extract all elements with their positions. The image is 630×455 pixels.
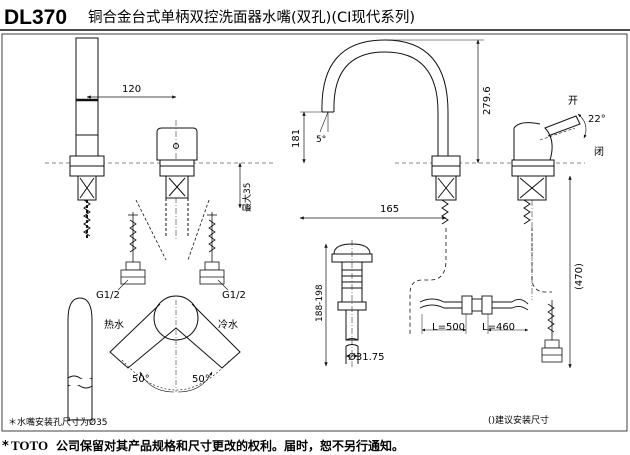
angle-22-label: 22° — [588, 114, 606, 125]
model-number: DL370 — [4, 6, 67, 29]
lever-arc — [577, 113, 587, 139]
angle-50-left-arc — [139, 371, 175, 393]
open-label: 开 — [568, 96, 578, 107]
angle-50-right-arc — [177, 371, 213, 393]
hot-label: 热水 — [104, 318, 124, 331]
footer-notice: 公司保留对其产品规格和尺寸更改的权利。届时，恕不另行通知。 — [56, 438, 404, 453]
angle-50-right-label: 50° — [192, 374, 210, 385]
handle-top-view — [109, 295, 241, 392]
g12-right-leader — [217, 279, 229, 291]
drawing-frame — [1, 33, 628, 432]
right-supply-hose — [531, 228, 563, 363]
flex-hose-cold — [187, 199, 225, 285]
dim-470-label: (470) — [574, 263, 585, 290]
hose-l460-label: L=460 — [482, 322, 515, 333]
hose-route-dashed — [409, 228, 552, 336]
dim-181-label: 181 — [291, 129, 302, 148]
dia-label: Ø31.75 — [348, 351, 385, 363]
close-label: 闭 — [594, 145, 604, 158]
cold-label: 冷水 — [218, 318, 238, 331]
hose-l500-label: L=500 — [432, 322, 465, 333]
flex-hose-hot — [120, 199, 167, 285]
dim-165-label: 165 — [380, 204, 399, 215]
g12-left-label: G1/2 — [96, 290, 120, 301]
spout-top-view — [67, 297, 93, 421]
gooseneck-spout — [321, 39, 461, 225]
product-title: 铜合金台式单柄双控洗面器水嘴(双孔)(CI现代系列) — [88, 9, 415, 26]
dim-120-label: 120 — [122, 84, 141, 95]
hole-size-note: ＊水嘴安装孔尺寸为Ø35 — [8, 416, 108, 428]
spout-hose — [83, 199, 91, 237]
suggested-size-note: ()建议安装尺寸 — [488, 414, 549, 426]
footer-star: * — [2, 439, 9, 454]
dim-max35-label: 最大35 — [241, 183, 253, 212]
handle-front-view — [511, 115, 581, 300]
g12-left-leader — [117, 279, 129, 291]
angle-50-left-label: 50° — [132, 374, 150, 385]
angle-5-label: 5° — [316, 135, 326, 145]
dim-279-label: 279.6 — [482, 86, 493, 115]
angle-5-line-2 — [319, 111, 329, 133]
popup-drain — [331, 240, 373, 368]
spout-side-view — [69, 37, 105, 238]
handle-side-view — [156, 120, 198, 240]
hose-coupling — [419, 295, 529, 315]
footer-brand: TOTO — [11, 438, 48, 453]
g12-right-label: G1/2 — [222, 290, 246, 301]
dim-188-label: 188-198 — [315, 284, 325, 322]
